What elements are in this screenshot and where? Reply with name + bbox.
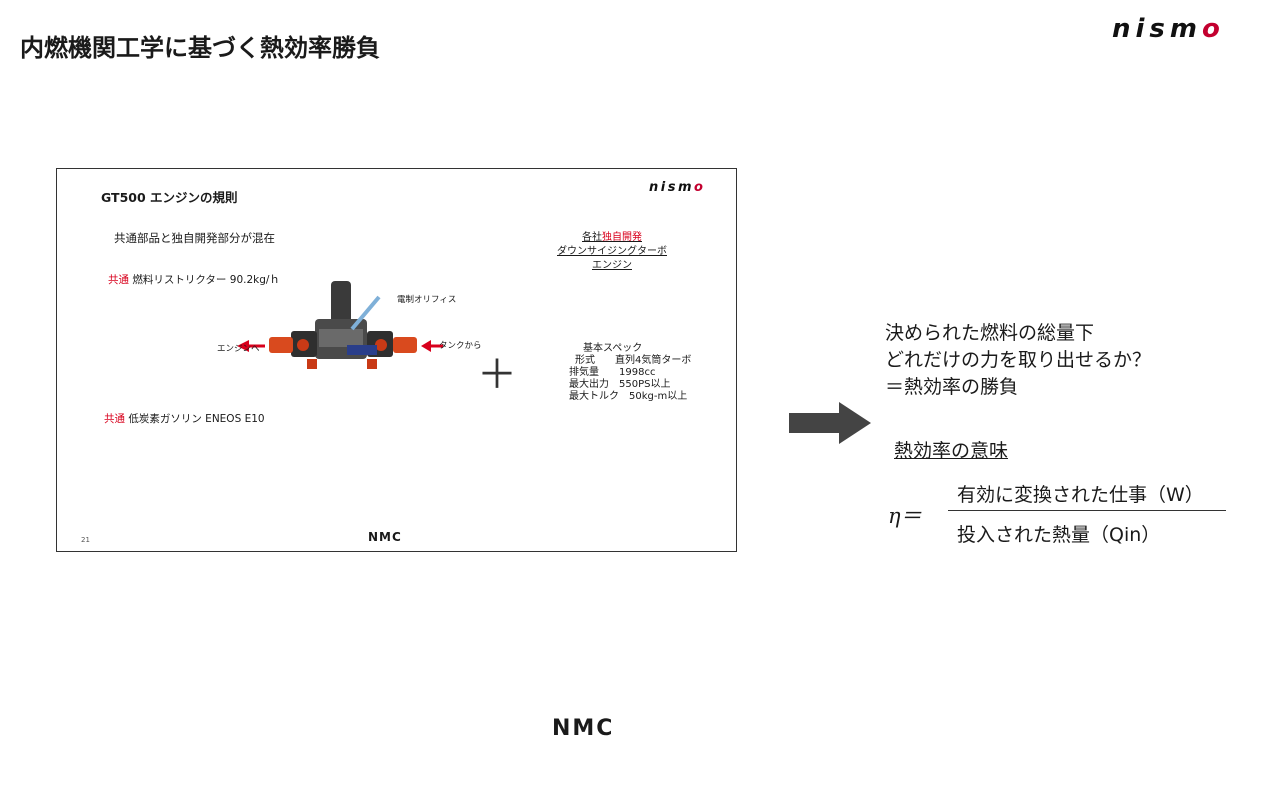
eta-symbol: η＝: [888, 504, 922, 528]
slide-nismo-logo: nismo: [649, 180, 706, 195]
fuel-restrictor-image: [237, 281, 443, 369]
fuel-tag: 共通: [104, 413, 125, 425]
restrictor-text: 燃料リストリクター 90.2kg/ｈ: [132, 274, 280, 286]
page-title: 内燃機関工学に基づく熱効率勝負: [20, 34, 380, 62]
plus-sign: ＋: [477, 352, 517, 398]
fraction-bar: [948, 510, 1226, 511]
orifice-pointer: [350, 295, 381, 331]
orifice-label: 電制オリフィス: [397, 295, 457, 305]
carbon-tube: [331, 281, 351, 331]
restrictor-tag: 共通: [108, 274, 129, 286]
from-tank-label: タンクから: [439, 341, 482, 351]
nmc-logo: NMC: [552, 716, 615, 741]
formula-denominator: 投入された熱量（Qin）: [957, 524, 1161, 546]
fuel-text: 低炭素ガソリン ENEOS E10: [128, 413, 265, 425]
fuel-line: 共通 低炭素ガソリン ENEOS E10: [104, 411, 265, 426]
meaning-heading: 熱効率の意味: [894, 440, 1009, 462]
explanation-line-1: 決められた燃料の総量下: [885, 322, 1095, 344]
restrictor-line: 共通 燃料リストリクター 90.2kg/ｈ: [108, 272, 280, 287]
engine-line3: エンジン: [592, 260, 632, 271]
slide-nmc-logo: NMC: [368, 530, 402, 544]
embedded-slide: GT500 エンジンの規則 nismo 共通部品と独自開発部分が混在 共通 燃料…: [56, 168, 737, 552]
spec-row-2: 排気量 1998cc: [569, 367, 656, 378]
slide-title: GT500 エンジンの規則: [101, 190, 238, 205]
spec-row-1: 形式 直列4気筒ターボ: [575, 355, 692, 366]
explanation-line-3: ＝熱効率の勝負: [885, 376, 1019, 398]
engine-heading: 各社独自開発 ダウンサイジングターボ エンジン: [537, 231, 687, 273]
left-fitting: [269, 337, 293, 353]
nismo-logo: nismo: [1112, 14, 1225, 44]
to-engine-arrow: [237, 340, 249, 352]
from-tank-arrow: [421, 340, 431, 352]
engine-line1: 各社独自開発: [582, 232, 642, 243]
slide-intro: 共通部品と独自開発部分が混在: [114, 231, 275, 245]
spec-heading: 基本スペック: [583, 343, 643, 354]
spec-row-4: 最大トルク 50kg-m以上: [569, 391, 688, 402]
explanation-line-2: どれだけの力を取り出せるか？: [885, 349, 1152, 371]
to-engine-label: エンジンへ: [217, 344, 260, 354]
formula-numerator: 有効に変換された仕事（W）: [957, 484, 1204, 506]
right-fitting: [393, 337, 417, 353]
right-arrow-icon: [789, 402, 871, 444]
spec-row-3: 最大出力 550PS以上: [569, 379, 671, 390]
slide-page-number: 21: [81, 536, 90, 544]
engine-line2: ダウンサイジングターボ: [557, 246, 667, 257]
